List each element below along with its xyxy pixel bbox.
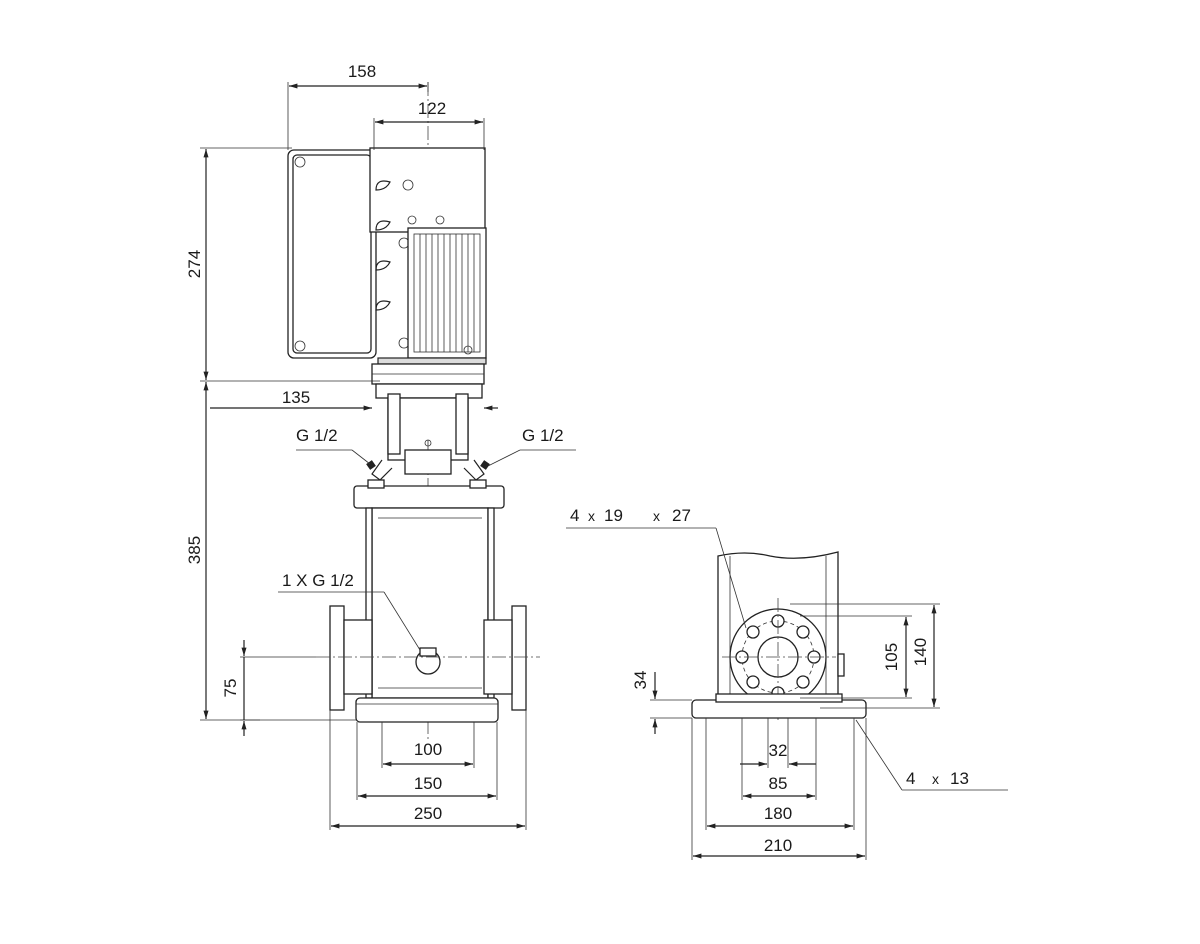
dim-274: 274 [185, 250, 204, 278]
pump-chamber [365, 507, 495, 699]
flange-hole-dia: 19 [604, 506, 623, 525]
dim-180: 180 [764, 804, 792, 823]
dim-250: 250 [414, 804, 442, 823]
flange-pcd-note: 27 [672, 506, 691, 525]
base-times: x [932, 771, 939, 787]
dim-105: 105 [882, 643, 901, 671]
dim-210: 210 [764, 836, 792, 855]
front-view: 158 122 274 135 385 75 100 150 [185, 62, 576, 830]
front-base [355, 697, 499, 723]
top-plate [353, 479, 505, 509]
dim-75: 75 [221, 679, 240, 698]
drain-label: 1 X G 1/2 [282, 571, 354, 590]
dim-158: 158 [348, 62, 376, 81]
motor-body [377, 227, 487, 365]
port-left-label: G 1/2 [296, 426, 338, 445]
base-hole-dia: 13 [950, 769, 969, 788]
coupling-adapter [366, 363, 490, 481]
dim-150: 150 [414, 774, 442, 793]
flange-times-1: x [588, 508, 595, 524]
motor-control-box [287, 147, 486, 359]
dim-100: 100 [414, 740, 442, 759]
flange-bolt-count: 4 [570, 506, 579, 525]
port-right-label: G 1/2 [522, 426, 564, 445]
dim-140: 140 [911, 638, 930, 666]
dim-385: 385 [185, 536, 204, 564]
dim-122: 122 [418, 99, 446, 118]
dim-32: 32 [769, 741, 788, 760]
dim-34: 34 [631, 671, 650, 690]
side-flanges [316, 605, 540, 711]
side-flange [722, 598, 836, 720]
flange-times-2: x [653, 508, 660, 524]
side-view: 4 x 19 x 27 105 140 34 32 85 180 [566, 506, 1008, 860]
base-hole-count: 4 [906, 769, 915, 788]
side-base [691, 693, 867, 719]
dim-135: 135 [282, 388, 310, 407]
dim-85: 85 [769, 774, 788, 793]
